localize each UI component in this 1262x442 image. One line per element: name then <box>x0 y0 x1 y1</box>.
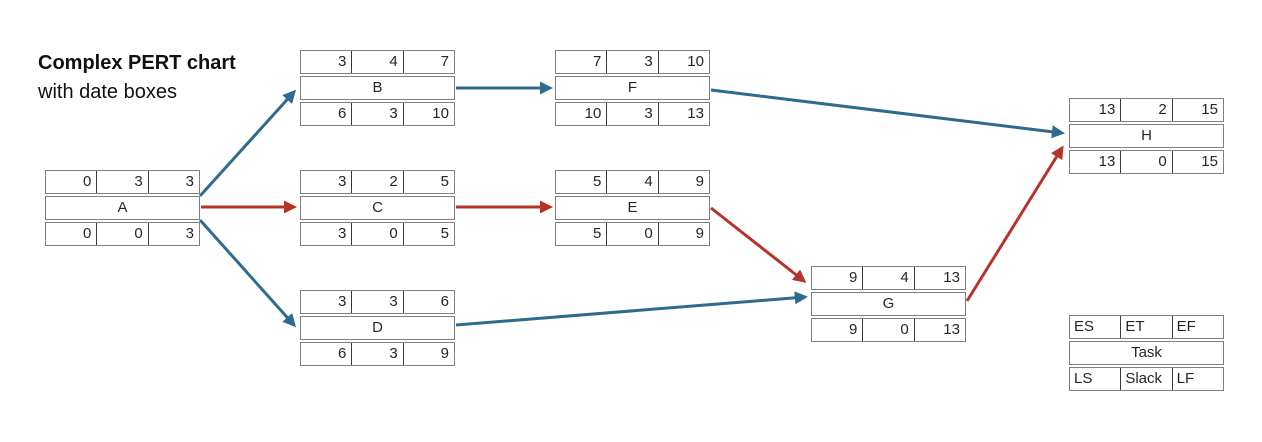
task-B-slack: 3 <box>351 103 402 125</box>
task-box-D: 3 3 6 D 6 3 9 <box>300 290 455 366</box>
task-H-lf: 15 <box>1171 151 1223 173</box>
task-E-name: E <box>555 196 710 220</box>
task-G-ef: 13 <box>913 267 965 289</box>
task-F-et: 3 <box>606 51 657 73</box>
task-H-es: 13 <box>1098 101 1116 118</box>
task-C-early-row: 3 2 5 <box>300 170 455 194</box>
task-E-et: 4 <box>606 171 657 193</box>
task-B-ls: 6 <box>337 105 347 122</box>
legend-box: ES ET EF Task LS Slack LF <box>1069 315 1224 391</box>
task-B-early-row: 3 4 7 <box>300 50 455 74</box>
task-G-name: G <box>811 292 966 316</box>
task-G-early-row: 9 4 13 <box>811 266 966 290</box>
task-box-C: 3 2 5 C 3 0 5 <box>300 170 455 246</box>
task-box-E: 5 4 9 E 5 0 9 <box>555 170 710 246</box>
task-A-ef: 3 <box>147 171 199 193</box>
task-C-lf: 5 <box>402 223 454 245</box>
task-D-early-row: 3 3 6 <box>300 290 455 314</box>
task-F-ls: 10 <box>584 105 602 122</box>
task-B-ef: 7 <box>402 51 454 73</box>
task-C-et: 2 <box>351 171 402 193</box>
task-E-ef: 9 <box>657 171 709 193</box>
task-box-B: 3 4 7 B 6 3 10 <box>300 50 455 126</box>
task-D-lf: 9 <box>402 343 454 365</box>
task-A-es: 0 <box>82 173 92 190</box>
task-C-name: C <box>300 196 455 220</box>
task-C-late-row: 3 0 5 <box>300 222 455 246</box>
task-A-ls: 0 <box>82 225 92 242</box>
dependency-arrow-F-H <box>710 88 1065 139</box>
legend-lf-label: LF <box>1171 368 1223 390</box>
task-A-early-row: 0 3 3 <box>45 170 200 194</box>
task-B-et: 4 <box>351 51 402 73</box>
dependency-arrow-A-B <box>198 89 297 198</box>
task-H-late-row: 13 0 15 <box>1069 150 1224 174</box>
dependency-arrow-A-D <box>198 218 297 328</box>
legend-late-row: LS Slack LF <box>1069 367 1224 391</box>
task-F-ef: 10 <box>657 51 709 73</box>
task-D-name: D <box>300 316 455 340</box>
task-G-es: 9 <box>848 269 858 286</box>
task-G-slack: 0 <box>862 319 913 341</box>
task-box-A: 0 3 3 A 0 0 3 <box>45 170 200 246</box>
task-A-name: A <box>45 196 200 220</box>
task-C-slack: 0 <box>351 223 402 245</box>
dependency-arrow-E-G <box>710 206 807 283</box>
task-G-ls: 9 <box>848 321 858 338</box>
task-F-name: F <box>555 76 710 100</box>
chart-title-line2: with date boxes <box>38 81 177 103</box>
task-G-et: 4 <box>862 267 913 289</box>
task-E-early-row: 5 4 9 <box>555 170 710 194</box>
task-H-name: H <box>1069 124 1224 148</box>
task-C-ls: 3 <box>337 225 347 242</box>
task-box-F: 7 3 10 F 10 3 13 <box>555 50 710 126</box>
legend-slack-label: Slack <box>1120 368 1171 390</box>
dependency-arrow-G-H <box>965 145 1064 302</box>
task-C-ef: 5 <box>402 171 454 193</box>
legend-et-label: ET <box>1120 316 1171 338</box>
task-D-es: 3 <box>337 293 347 310</box>
task-box-G: 9 4 13 G 9 0 13 <box>811 266 966 342</box>
task-A-et: 3 <box>96 171 147 193</box>
task-E-late-row: 5 0 9 <box>555 222 710 246</box>
task-box-H: 13 2 15 H 13 0 15 <box>1069 98 1224 174</box>
task-G-late-row: 9 0 13 <box>811 318 966 342</box>
task-A-slack: 0 <box>96 223 147 245</box>
task-H-et: 2 <box>1120 99 1171 121</box>
legend-early-row: ES ET EF <box>1069 315 1224 339</box>
task-H-slack: 0 <box>1120 151 1171 173</box>
task-E-lf: 9 <box>657 223 709 245</box>
legend-ef-label: EF <box>1171 316 1223 338</box>
task-F-slack: 3 <box>606 103 657 125</box>
task-B-lf: 10 <box>402 103 454 125</box>
dependency-arrow-D-G <box>455 291 808 327</box>
task-D-slack: 3 <box>351 343 402 365</box>
task-B-late-row: 6 3 10 <box>300 102 455 126</box>
task-F-late-row: 10 3 13 <box>555 102 710 126</box>
legend-task-label: Task <box>1069 341 1224 365</box>
task-G-lf: 13 <box>913 319 965 341</box>
task-A-late-row: 0 0 3 <box>45 222 200 246</box>
task-D-ef: 6 <box>402 291 454 313</box>
task-F-es: 7 <box>592 53 602 70</box>
legend-es-label: ES <box>1074 318 1095 335</box>
legend-ls-label: LS <box>1074 370 1093 387</box>
task-E-ls: 5 <box>592 225 602 242</box>
task-H-ls: 13 <box>1098 153 1116 170</box>
chart-title-line1: Complex PERT chart <box>38 52 236 74</box>
task-H-early-row: 13 2 15 <box>1069 98 1224 122</box>
task-B-name: B <box>300 76 455 100</box>
chart-title: Complex PERT chart with date boxes <box>38 48 236 106</box>
task-C-es: 3 <box>337 173 347 190</box>
task-E-es: 5 <box>592 173 602 190</box>
task-H-ef: 15 <box>1171 99 1223 121</box>
task-D-ls: 6 <box>337 345 347 362</box>
task-B-es: 3 <box>337 53 347 70</box>
task-D-et: 3 <box>351 291 402 313</box>
task-A-lf: 3 <box>147 223 199 245</box>
task-E-slack: 0 <box>606 223 657 245</box>
task-F-early-row: 7 3 10 <box>555 50 710 74</box>
task-F-lf: 13 <box>657 103 709 125</box>
task-D-late-row: 6 3 9 <box>300 342 455 366</box>
